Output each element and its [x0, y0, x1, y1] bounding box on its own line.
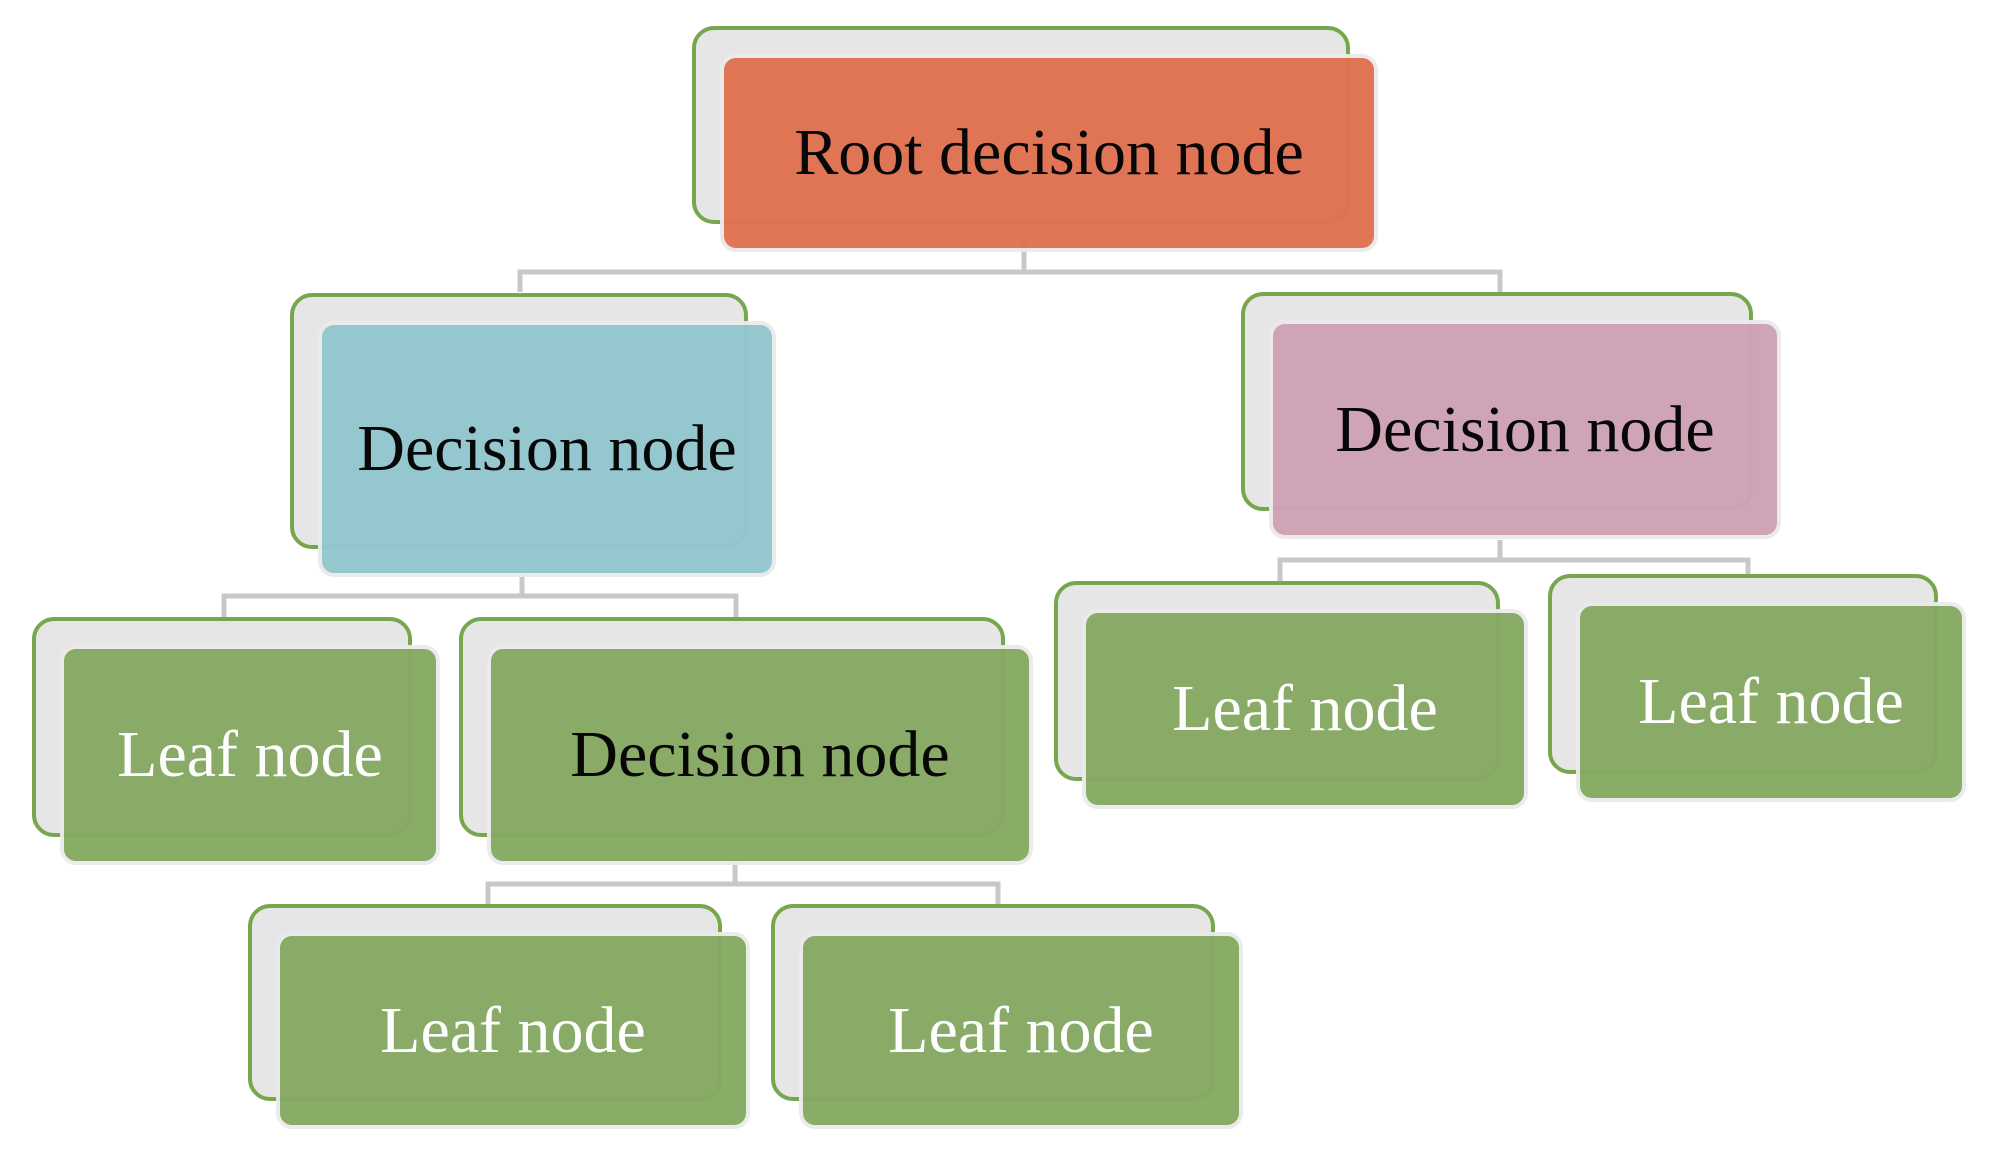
node-label: Leaf node: [1576, 602, 1966, 802]
connector-right-right: [1500, 557, 1751, 575]
right-decision-node: Decision node: [1241, 292, 1781, 539]
connector-left-right: [522, 593, 739, 618]
node-label: Root decision node: [720, 54, 1378, 252]
leaf-node-5: Leaf node: [771, 904, 1243, 1129]
connector-root-children: [517, 240, 1027, 292]
node-label: Decision node: [487, 645, 1033, 865]
connector-right-children: [1277, 540, 1503, 582]
leaf-node-3: Leaf node: [1548, 574, 1966, 802]
leaf-node-1: Leaf node: [32, 617, 440, 865]
leaf-node-2: Leaf node: [1054, 581, 1528, 809]
node-label: Leaf node: [60, 645, 440, 865]
connector-mid-right: [735, 881, 1001, 905]
left-decision-node: Decision node: [290, 293, 776, 577]
node-label: Leaf node: [799, 932, 1243, 1129]
node-label: Decision node: [1269, 320, 1781, 539]
node-label: Leaf node: [276, 932, 750, 1129]
mid-decision-node: Decision node: [459, 617, 1033, 865]
connector-left-children: [221, 570, 525, 618]
connector-mid-children: [485, 860, 738, 905]
node-label: Decision node: [318, 321, 776, 577]
node-label: Leaf node: [1082, 609, 1528, 809]
connector-root-right: [1024, 269, 1503, 292]
root-decision-node: Root decision node: [692, 26, 1378, 252]
leaf-node-4: Leaf node: [248, 904, 750, 1129]
